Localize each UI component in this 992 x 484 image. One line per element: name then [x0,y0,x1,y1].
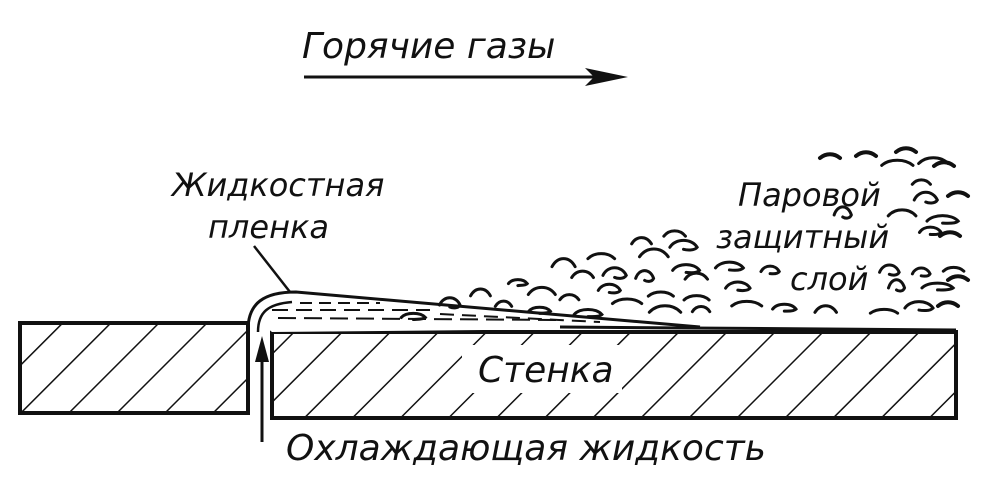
vapor-stroke [854,150,878,158]
vapor-layer-label-line1: Паровой [738,176,881,214]
vapor-stroke [647,304,683,314]
vapor-stroke [925,214,961,225]
vapor-stroke [630,236,653,246]
vapor-stroke [438,296,462,310]
vapor-stroke [941,265,966,273]
vapor-stroke [910,266,932,278]
liquid-film-label-line2: пленка [208,208,329,246]
vapor-stroke [493,299,514,308]
vapor-stroke [910,178,932,186]
vapor-stroke [880,158,915,167]
vapor-stroke [886,208,918,218]
vapor-stroke [946,190,970,198]
vapor-stroke [646,290,675,298]
vapor-stroke [886,278,907,293]
vapor-stroke [682,294,711,302]
vapor-stroke [759,264,781,276]
vapor-stroke [868,307,900,315]
vapor-stroke [832,205,853,220]
vapor-stroke [527,305,553,315]
vapor-layer-label-line3: слой [790,260,868,298]
vapor-stroke [690,305,712,314]
vapor-stroke [601,266,628,280]
vapor-stroke [570,269,595,280]
vapor-layer [399,146,970,322]
vapor-stroke [586,252,617,261]
vapor-stroke [818,152,842,160]
wall-label: Стенка [478,350,614,391]
gas-flow-arrow [304,68,628,86]
vapor-stroke [917,225,943,237]
vapor-stroke [572,307,604,319]
vapor-stroke [671,263,702,275]
vapor-stroke [596,282,623,295]
vapor-stroke [469,287,492,298]
vapor-stroke [813,304,838,314]
vapor-stroke [912,190,940,205]
vapor-stroke [730,299,764,308]
vapor-stroke [932,160,956,168]
vapor-stroke [938,230,962,238]
vapor-stroke [894,146,918,154]
wall-left [18,321,250,415]
coolant-label: Охлаждающая жидкость [286,428,766,469]
vapor-stroke [771,302,798,313]
vapor-stroke [920,281,956,292]
hot-gases-label: Горячие газы [302,26,555,67]
liquid-film-label-line1: Жидкостная [170,166,384,204]
liquid-film [246,290,957,333]
vapor-stroke [878,263,901,277]
vapor-stroke [399,311,428,322]
wall-right [270,330,958,420]
vapor-stroke [946,274,970,282]
vapor-stroke [903,300,935,313]
coolant-inflow-arrow [255,336,269,442]
vapor-stroke [610,297,644,306]
vapor-stroke [713,260,746,272]
vapor-stroke [506,278,530,288]
vapor-stroke [550,257,577,269]
vapor-stroke [683,271,710,281]
vapor-stroke [526,285,557,296]
vapor-stroke [936,300,960,308]
vapor-stroke [662,229,687,238]
vapor-stroke [638,247,670,259]
vapor-stroke [634,269,656,283]
vapor-layer-label-line2: защитный [716,218,889,256]
vapor-stroke [558,293,581,302]
vapor-stroke [724,280,752,293]
vapor-stroke [668,238,699,252]
liquid-film-leader-line [253,245,291,293]
